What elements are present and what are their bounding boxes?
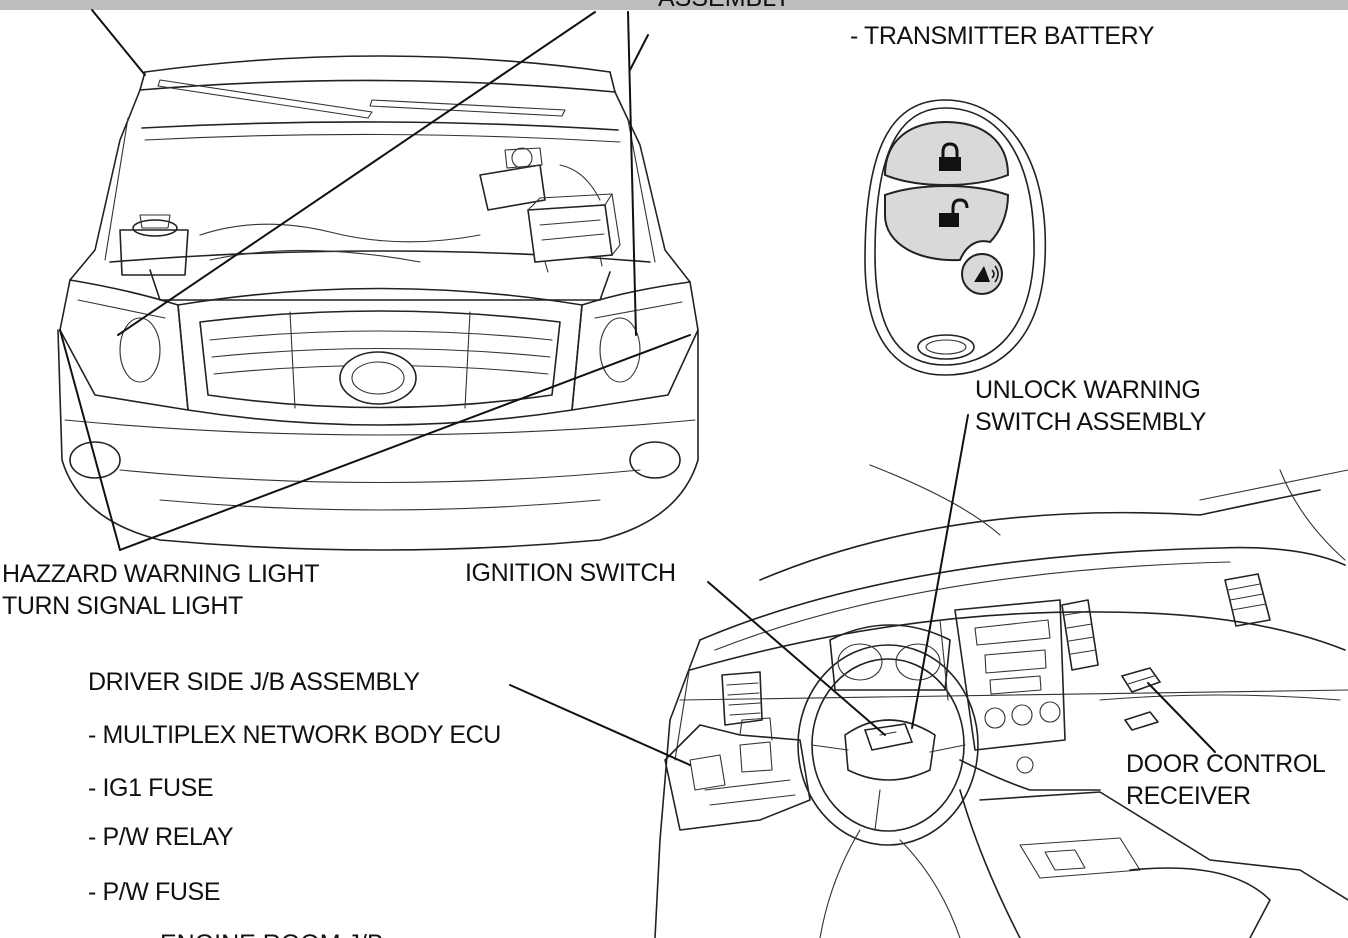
dashboard-drawing [654,464,1348,938]
label-driver-side-jb: DRIVER SIDE J/B ASSEMBLY [88,668,420,696]
label-pw-fuse: - P/W FUSE [88,878,221,906]
top-scroll-bar [0,0,1348,10]
lock-icon [939,142,961,171]
label-top-partial: ASSEMBLY [658,0,791,12]
label-unlock-warning-line1: UNLOCK WARNING [975,376,1201,404]
leader-lines-front [59,9,691,551]
label-ig1-fuse: - IG1 FUSE [88,774,214,802]
label-door-control-line1: DOOR CONTROL [1126,750,1326,778]
label-unlock-warning-line2: SWITCH ASSEMBLY [975,408,1207,436]
vehicle-front-drawing [57,55,699,551]
label-door-control-line2: RECEIVER [1126,782,1251,810]
label-pw-relay: - P/W RELAY [88,823,234,851]
unlock-icon [939,198,969,227]
label-hazard-warning-light: HAZZARD WARNING LIGHT [2,560,320,588]
label-turn-signal-light: TURN SIGNAL LIGHT [2,592,243,620]
leader-lines-dashboard [509,414,1216,766]
panic-icon [974,265,999,283]
label-multiplex-ecu: - MULTIPLEX NETWORK BODY ECU [88,721,501,749]
transmitter-drawing [864,99,1047,376]
label-ignition-switch: IGNITION SWITCH [465,559,676,587]
label-transmitter-battery: - TRANSMITTER BATTERY [850,22,1155,50]
label-bottom-partial: ENGINE ROOM J/B [160,928,384,938]
